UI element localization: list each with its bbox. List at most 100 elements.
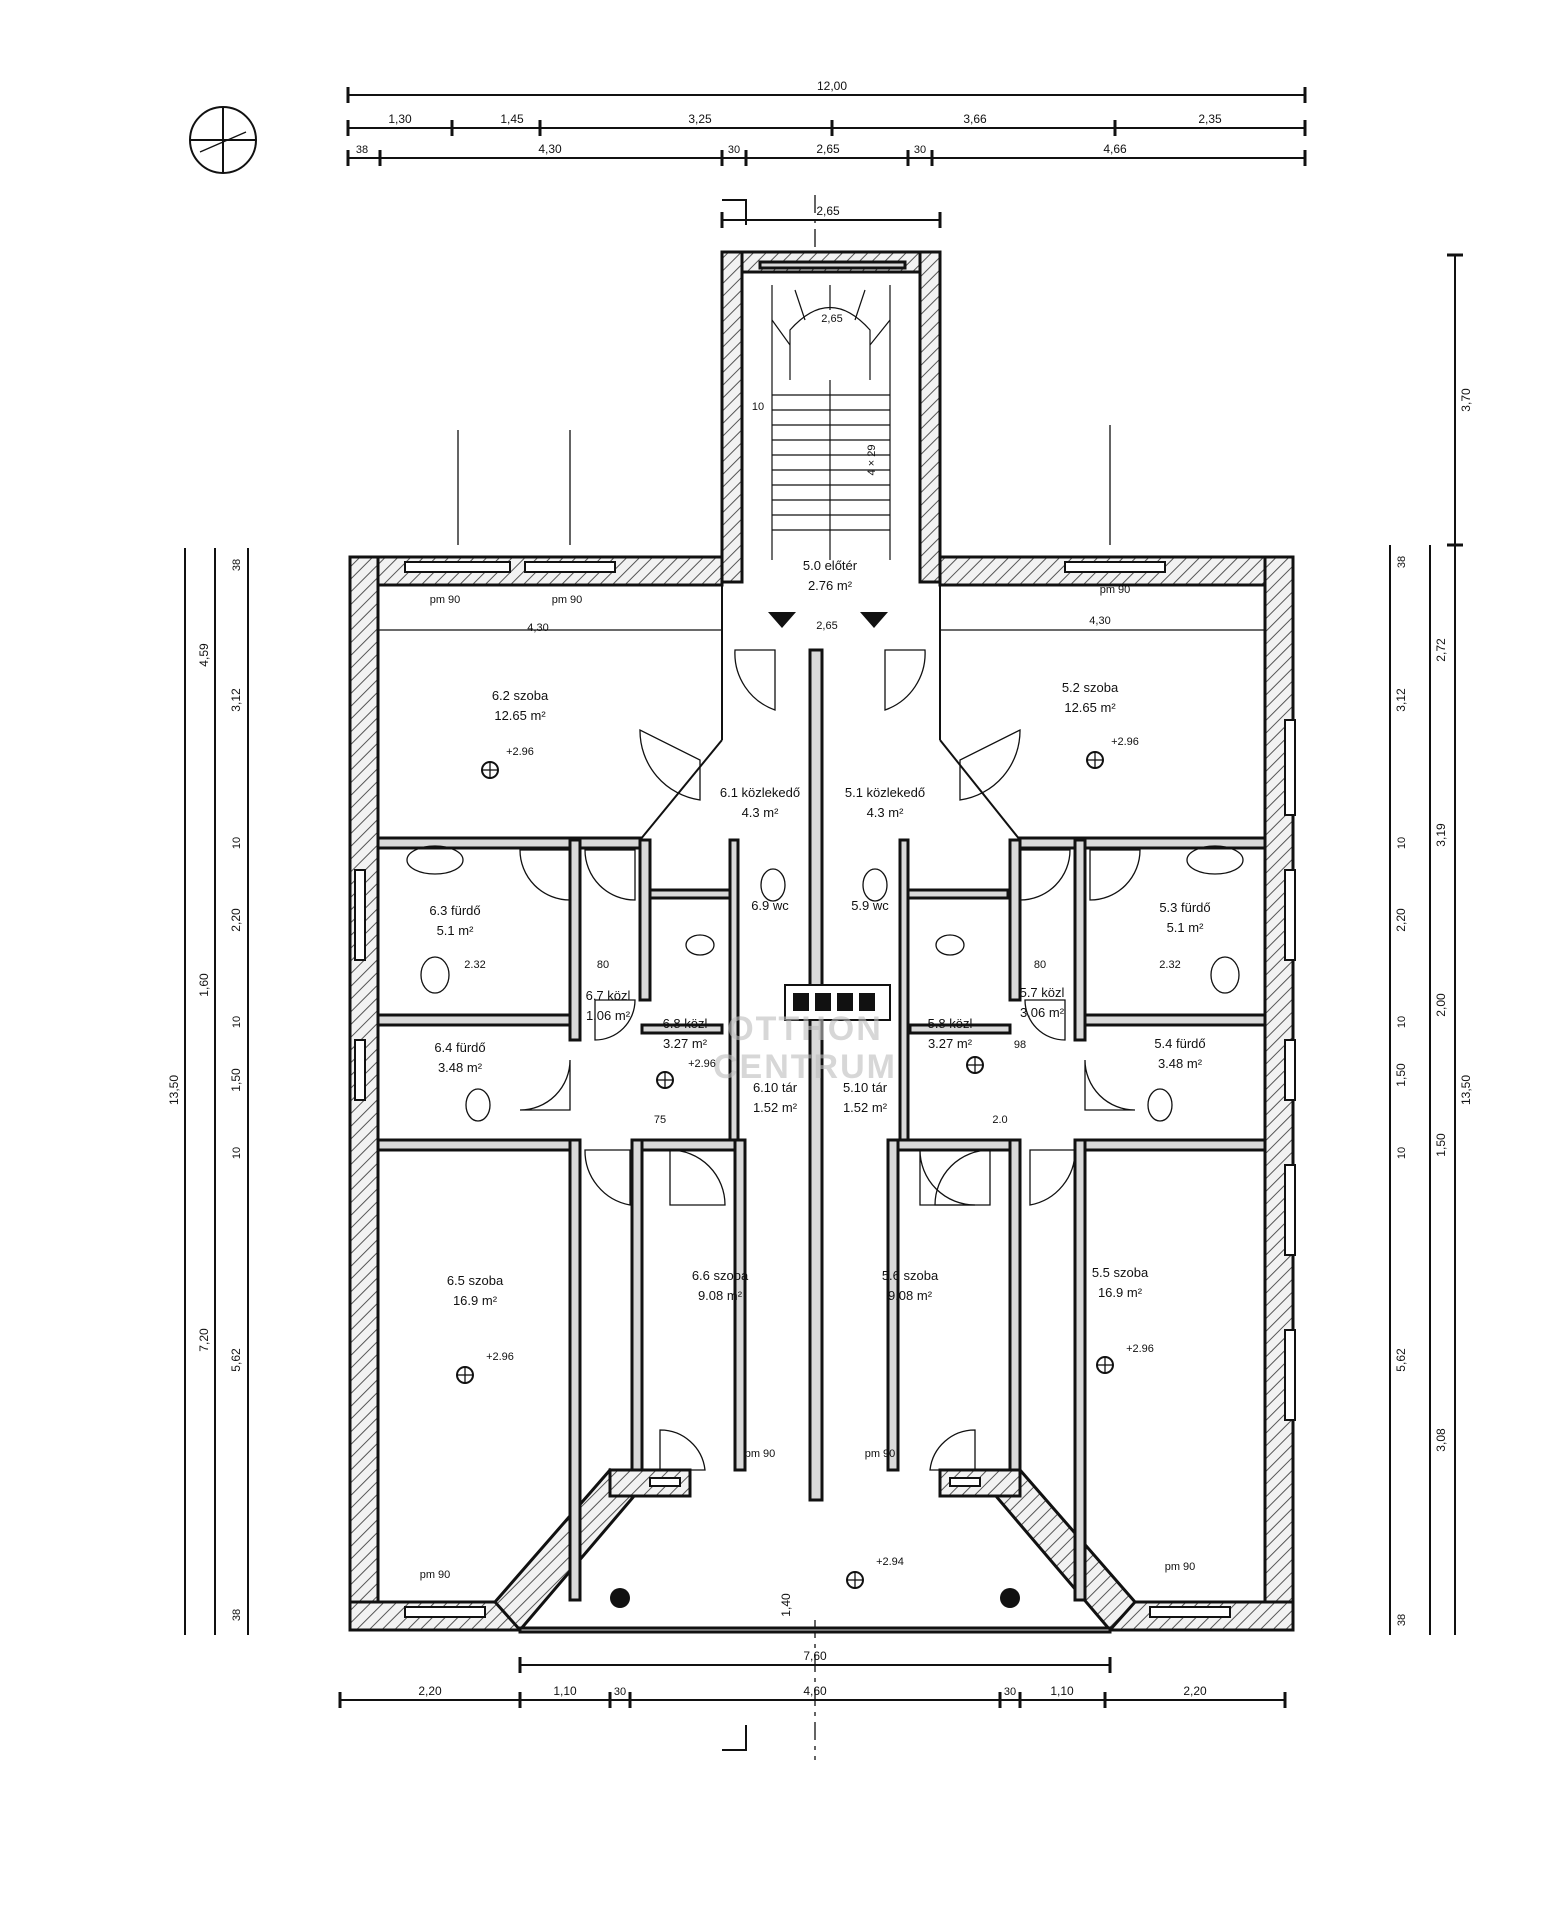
level-marker-icon [1096, 1356, 1114, 1374]
label-pm90: pm 90 [745, 1448, 776, 1460]
room-6-4-name: 6.4 fürdő [434, 1040, 485, 1055]
level-marker-icon [846, 1571, 864, 1589]
door [519, 1059, 571, 1111]
dim-top-3: 3,25 [688, 112, 712, 126]
room-6-8-name: 6.8 közl [663, 1016, 708, 1031]
window [1064, 561, 1166, 573]
window [354, 869, 366, 961]
room-5-5-name: 5.5 szoba [1092, 1265, 1149, 1280]
room-5-0-name: 5.0 előtér [803, 558, 858, 573]
window [404, 561, 511, 573]
label-20: 2.0 [992, 1114, 1007, 1126]
label-98: 98 [1014, 1039, 1026, 1051]
door [659, 1429, 706, 1471]
room-6-7-name: 6.7 közl [586, 988, 631, 1003]
dim-bottom2-7: 2,20 [1183, 1684, 1207, 1698]
dim-top-total: 12,00 [817, 79, 847, 93]
room-5-7-area: 3.06 m² [1020, 1005, 1065, 1020]
dim-bottom2-5: 30 [1004, 1686, 1016, 1698]
room-5-1-area: 4.3 m² [867, 805, 905, 820]
dim-left3-4: 2,20 [229, 908, 243, 932]
level-marker-icon [481, 761, 499, 779]
toilet-icon [1147, 1088, 1173, 1122]
label-232: 2.32 [1159, 959, 1180, 971]
dim-top3-1: 38 [356, 144, 368, 156]
room-6-5-area: 16.9 m² [453, 1293, 498, 1308]
label-pm90: pm 90 [430, 594, 461, 606]
window [354, 1039, 366, 1101]
level-6-2: +2.96 [506, 746, 534, 758]
room-labels: 6.2 szoba 12.65 m² 5.2 szoba 12.65 m² 6.… [429, 680, 1210, 1308]
window [1149, 1606, 1231, 1618]
dim-top3-2: 4,30 [538, 142, 562, 156]
toilet-icon [862, 868, 888, 902]
label-232: 2.32 [464, 959, 485, 971]
door [884, 649, 926, 711]
dim-right3-4: 2,20 [1394, 908, 1408, 932]
dim-bottom2-1: 2,20 [418, 1684, 442, 1698]
door [934, 1149, 991, 1206]
room-6-8-area: 3.27 m² [663, 1036, 708, 1051]
dim-right-total: 13,50 [1459, 1075, 1473, 1105]
dim-left3-7: 10 [231, 1147, 243, 1159]
doors [519, 649, 1141, 1471]
room-5-8-area: 3.27 m² [928, 1036, 973, 1051]
door [594, 999, 636, 1041]
door [1084, 1059, 1136, 1111]
dim-left3-1: 38 [231, 559, 243, 571]
label-inner-width-right: 4,30 [1089, 615, 1110, 627]
door [1029, 1149, 1076, 1206]
sink-icon [1186, 845, 1244, 875]
column-icon [1000, 1588, 1020, 1608]
staircase-tower: 2,65 4 × 29 10 5.0 előtér 2.76 m² [720, 250, 942, 628]
window [1284, 1329, 1296, 1421]
level-terrace: +2.94 [876, 1556, 904, 1568]
room-6-4-area: 3.48 m² [438, 1060, 483, 1075]
room-6-6-name: 6.6 szoba [692, 1268, 749, 1283]
level-6-8: +2.96 [688, 1058, 716, 1070]
dim-right3-2: 3,12 [1394, 688, 1408, 712]
room-6-3-name: 6.3 fürdő [429, 903, 480, 918]
stair-flight [771, 285, 891, 560]
dim-right3-9: 38 [1396, 1614, 1408, 1626]
dim-bottom2-2: 1,10 [553, 1684, 577, 1698]
dim-top3-4: 2,65 [816, 142, 840, 156]
room-6-10-area: 1.52 m² [753, 1100, 798, 1115]
dim-left3-5: 10 [231, 1016, 243, 1028]
room-5-9-name: 5.9 wc [851, 898, 889, 913]
door [1024, 999, 1066, 1041]
dim-right3-5: 10 [1396, 1016, 1408, 1028]
door [639, 728, 701, 801]
stair-label-c: 10 [752, 401, 764, 413]
windows [354, 561, 1296, 1618]
door [1089, 849, 1141, 901]
room-5-6-name: 5.6 szoba [882, 1268, 939, 1283]
room-5-4-name: 5.4 fürdő [1154, 1036, 1205, 1051]
door [1019, 849, 1071, 901]
dim-top3-5: 30 [914, 144, 926, 156]
room-6-7-area: 1.06 m² [586, 1008, 631, 1023]
entry-arrow-icon [768, 612, 796, 628]
room-6-1-area: 4.3 m² [742, 805, 780, 820]
door [959, 728, 1021, 801]
door [734, 649, 776, 711]
stair-label-b: 4 × 29 [866, 445, 878, 476]
dim-right2-2: 3,19 [1434, 823, 1448, 847]
label-inner-width-left: 4,30 [527, 622, 548, 634]
dim-top3-6: 4,66 [1103, 142, 1127, 156]
dim-right3-3: 10 [1396, 837, 1408, 849]
window [404, 1606, 486, 1618]
label-80: 80 [597, 959, 609, 971]
dim-left3-6: 1,50 [229, 1068, 243, 1092]
room-5-1-name: 5.1 közlekedő [845, 785, 925, 800]
dim-left2-3: 4,59 [197, 643, 211, 667]
dim-top-2: 1,45 [500, 112, 524, 126]
dim-left3-8: 5,62 [229, 1348, 243, 1372]
door [584, 1149, 631, 1206]
label-pm90: pm 90 [1165, 1561, 1196, 1573]
sink-icon [406, 845, 464, 875]
sink-icon [685, 934, 715, 956]
dim-right2-1: 2,72 [1434, 638, 1448, 662]
dim-right3-8: 5,62 [1394, 1348, 1408, 1372]
label-corridor-width: 2,65 [816, 620, 837, 632]
